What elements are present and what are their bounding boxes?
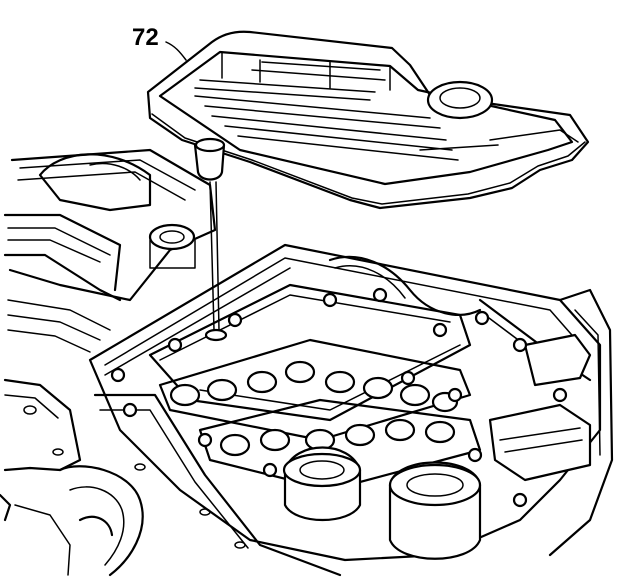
installation-guide-line xyxy=(204,181,228,342)
solenoid-block xyxy=(282,446,362,522)
valve-body xyxy=(88,243,614,562)
wiring-harness xyxy=(328,255,592,482)
transmission-filter xyxy=(146,30,590,210)
spool-valve-row-1 xyxy=(158,338,472,442)
transmission-case xyxy=(0,148,342,577)
accumulator xyxy=(388,461,482,560)
callout-leader-line xyxy=(165,41,187,61)
callout-number-label: 72 xyxy=(132,24,159,51)
bolt-heads xyxy=(110,287,568,508)
